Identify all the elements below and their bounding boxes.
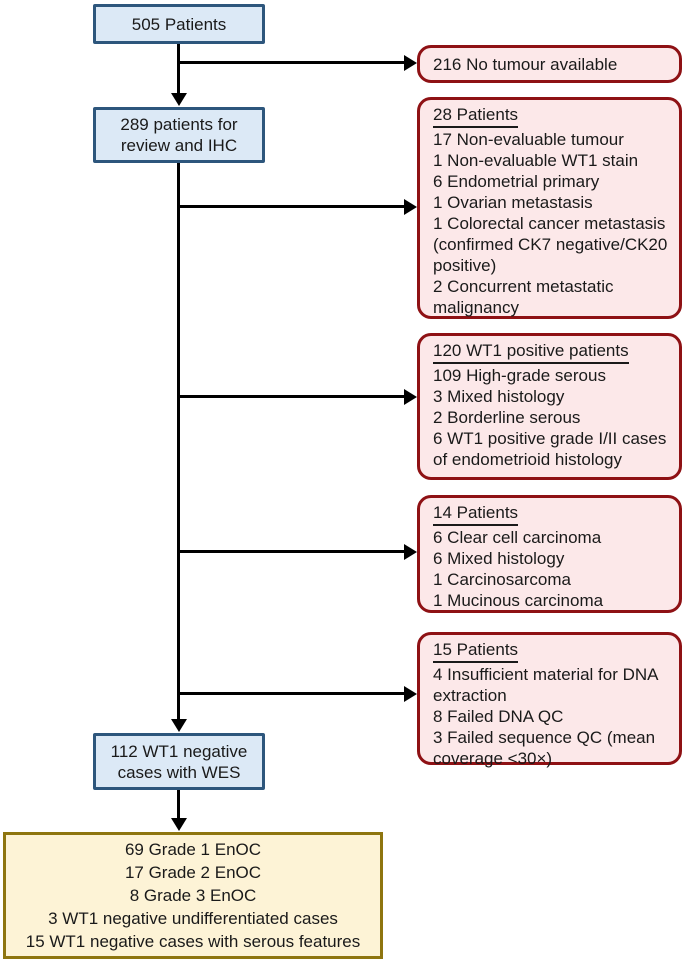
arrowhead-289-to-112 [171,719,187,732]
final-summary-box: 69 Grade 1 EnOC 17 Grade 2 EnOC 8 Grade … [3,832,383,959]
final-summary-line: 69 Grade 1 EnOC [124,840,262,859]
branch-arrowhead-120-wt1-positive [404,389,417,405]
exclusion-14-item: 6 Clear cell carcinoma [433,528,602,547]
exclusion-28-heading-text: 28 Patients [433,104,519,128]
exclusion-14-item: 1 Carcinosarcoma [433,570,571,589]
exclusion-28-heading: 28 Patients [433,104,671,129]
flow-box-505-patients: 505 Patients [93,4,265,44]
exclusion-28-item: 6 Endometrial primary [433,172,600,191]
branch-arrowhead-no-tumour [404,55,417,71]
final-summary-line: 17 Grade 2 EnOC [124,863,262,882]
flow-box-505-label: 505 Patients [131,14,227,34]
flow-box-289-patients: 289 patients for review and IHC [93,107,265,163]
branch-arrowhead-14-patients [404,544,417,560]
flow-box-112-label: 112 WT1 negative cases with WES [110,741,248,782]
arrow-line-289-to-112 [177,163,180,720]
final-summary-line: 15 WT1 negative cases with serous featur… [25,932,361,951]
exclusion-15-item: 3 Failed sequence QC (mean coverage <30×… [433,728,656,768]
exclusion-15-item: 4 Insufficient material for DNA extracti… [433,665,658,705]
final-summary-line: 8 Grade 3 EnOC [129,886,257,905]
branch-arrowhead-15-patients [404,686,417,702]
arrowhead-505-to-289 [171,93,187,106]
flow-box-112-patients: 112 WT1 negative cases with WES [93,733,265,790]
flow-box-289-label: 289 patients for review and IHC [120,115,238,155]
exclusion-120-heading-text: 120 WT1 positive patients [433,340,629,364]
exclusion-no-tumour-text: 216 No tumour available [433,54,618,74]
exclusion-box-14-patients: 14 Patients 6 Clear cell carcinoma 6 Mix… [417,495,682,613]
exclusion-28-item: 17 Non-evaluable tumour [433,130,624,149]
arrow-line-505-to-289 [177,44,180,94]
exclusion-box-15-patients: 15 Patients 4 Insufficient material for … [417,632,682,768]
exclusion-28-item: 1 Non-evaluable WT1 stain [433,151,639,170]
exclusion-28-item: 2 Concurrent metastatic malignancy [433,277,614,317]
exclusion-box-28-patients: 28 Patients 17 Non-evaluable tumour 1 No… [417,97,682,319]
exclusion-15-heading: 15 Patients [433,639,671,664]
exclusion-28-item: 1 Colorectal cancer metastasis (confirme… [433,214,668,275]
exclusion-box-no-tumour: 216 No tumour available [417,45,682,83]
exclusion-28-item: 1 Ovarian metastasis [433,193,593,212]
exclusion-14-item: 6 Mixed histology [433,549,565,568]
exclusion-120-heading: 120 WT1 positive patients [433,340,671,365]
exclusion-15-item: 8 Failed DNA QC [433,707,564,726]
exclusion-120-item: 2 Borderline serous [433,408,581,427]
final-summary-line: 3 WT1 negative undifferentiated cases [48,909,338,928]
branch-line-15-patients [177,692,405,695]
exclusion-120-item: 3 Mixed histology [433,387,565,406]
arrow-line-112-to-final [177,790,180,820]
exclusion-14-item: 1 Mucinous carcinoma [433,591,604,610]
arrowhead-112-to-final [171,818,187,831]
exclusion-14-heading: 14 Patients [433,502,671,527]
branch-line-28-patients [177,205,405,208]
branch-arrowhead-28-patients [404,199,417,215]
branch-line-no-tumour [177,61,405,64]
exclusion-14-heading-text: 14 Patients [433,502,519,526]
branch-line-14-patients [177,550,405,553]
exclusion-120-item: 109 High-grade serous [433,366,606,385]
exclusion-15-heading-text: 15 Patients [433,639,519,663]
exclusion-box-120-wt1-positive: 120 WT1 positive patients 109 High-grade… [417,333,682,480]
exclusion-120-item: 6 WT1 positive grade I/II cases of endom… [433,429,667,469]
branch-line-120-wt1-positive [177,395,405,398]
